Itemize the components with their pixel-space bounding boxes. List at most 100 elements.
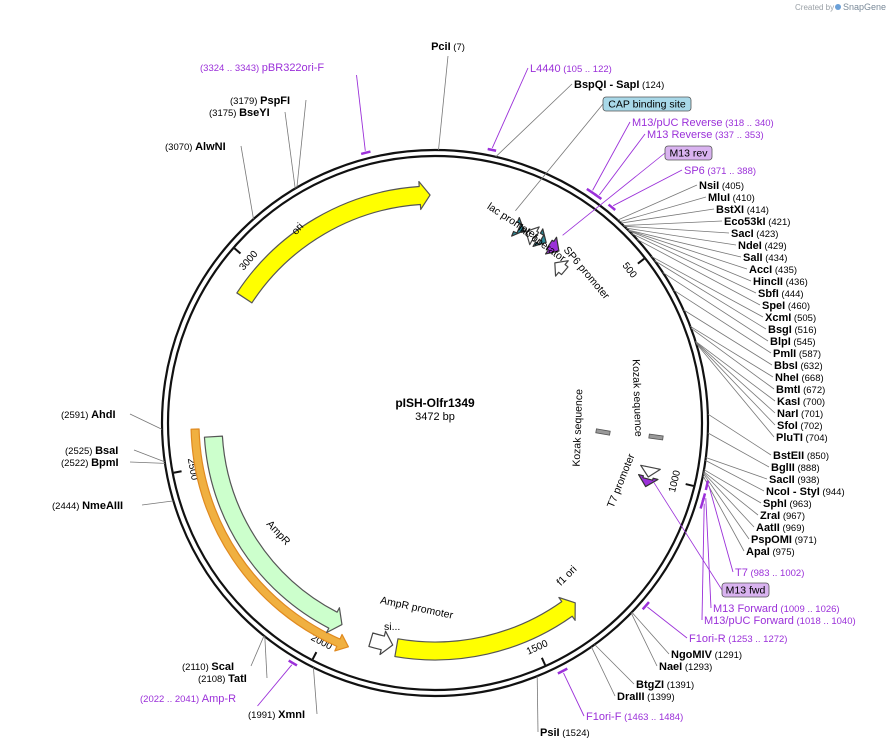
enzyme-site-ahdi: (2591) AhdI [61,409,116,421]
primer-name: L4440 [530,63,561,75]
backbone-outer-ring [160,148,710,698]
enzyme-position: (423) [754,229,779,240]
enzyme-name: NsiI [699,180,719,192]
enzyme-label: ZraI (967) [760,510,805,522]
enzyme-name: NaeI [659,661,682,673]
tick-mark [173,470,182,474]
primer-name: F1ori-R [689,633,726,645]
plasmid-length: 3472 bp [415,411,455,423]
enzyme-label: PspOMI (971) [751,534,817,546]
enzyme-label: Eco53kI (421) [724,216,790,228]
feature-label-lac-operator: lac operator [516,222,568,265]
enzyme-label: NgoMIV (1291) [671,649,742,661]
enzyme-leader-line [630,612,658,667]
feature-arrow-ori [236,180,431,304]
enzyme-label: SacII (938) [769,474,820,486]
enzyme-name: BmtI [776,384,800,396]
enzyme-position: (2591) [61,410,91,421]
enzyme-position: (460) [785,301,810,312]
enzyme-site-nsii: NsiI (405) [699,180,744,192]
primer-label-m13-forward: M13 Forward (1009 .. 1026) [713,603,840,615]
enzyme-site-sbfi: SbfI (444) [758,288,804,300]
primer-bar-f1ori-r [641,601,650,611]
enzyme-site-draiii: DraIII (1399) [617,691,675,703]
enzyme-leader-line [628,230,752,282]
primer-range: (1018 .. 1040) [794,616,856,627]
enzyme-site-nmeaiii: (2444) NmeAIII [52,500,123,512]
enzyme-name: SacI [731,228,754,240]
enzyme-name: BbsI [774,360,798,372]
enzyme-position: (410) [730,193,755,204]
enzyme-position: (3175) [209,108,239,119]
enzyme-label: (2525) BsaI [65,445,118,457]
enzyme-name: AatII [756,522,780,534]
enzyme-site-nari: NarI (701) [777,408,823,420]
feature-label-signal: si... [384,621,400,633]
enzyme-leader-line [591,646,616,697]
primer-label-sp6: SP6 (371 .. 388) [684,165,756,177]
enzyme-leader-line [631,233,757,294]
enzyme-leader-line [250,635,265,667]
enzyme-site-bmti: BmtI (672) [776,384,825,396]
enzyme-position: (1991) [248,710,278,721]
enzyme-position: (632) [798,361,823,372]
enzyme-leader-line [703,469,762,504]
enzyme-site-sphi: SphI (963) [763,498,812,510]
enzyme-leader-line [695,341,776,426]
enzyme-site-ngomiv: NgoMIV (1291) [671,649,742,661]
enzyme-name: ApaI [746,546,770,558]
enzyme-site-scai: (2110) ScaI [182,661,234,673]
feature-arrow-ampr-highlight [190,428,349,652]
enzyme-position: (3179) [230,96,260,107]
enzyme-name: AhdI [91,409,115,421]
primer-bars [288,147,710,675]
enzyme-name: AccI [749,264,772,276]
enzyme-name: NheI [775,372,799,384]
enzyme-site-spei: SpeI (460) [762,300,810,312]
enzyme-position: (1291) [712,650,742,661]
enzyme-leader-line [702,473,750,540]
enzyme-site-acci: AccI (435) [749,264,797,276]
enzyme-position: (944) [820,487,845,498]
enzyme-site-blpi: BlpI (545) [770,336,816,348]
tick-mark [685,483,694,487]
enzyme-position: (971) [792,535,817,546]
enzyme-position: (888) [795,463,820,474]
enzyme-name: KasI [777,396,800,408]
enzyme-name: AlwNI [195,141,226,153]
enzyme-leader-line [631,611,670,655]
primer-leader-line [598,133,646,196]
enzyme-site-ncoi: NcoI - StyI (944) [766,486,845,498]
feature-arrows [190,180,664,661]
feature-label-sp6-promoter: SP6 promoter [561,244,612,302]
enzyme-position: (938) [795,475,820,486]
enzyme-name: BsaI [95,445,118,457]
enzyme-leader-line [438,55,449,151]
enzyme-position: (975) [770,547,795,558]
enzyme-site-hincii: HincII (436) [753,276,808,288]
feature-arrow-m13-rev [544,236,560,255]
enzyme-name: BseYI [239,107,270,119]
primer-leader-line [708,485,734,573]
enzyme-site-nhei: NheI (668) [775,372,824,384]
enzyme-label: NdeI (429) [738,240,787,252]
enzyme-label: NarI (701) [777,408,823,420]
primer-label-pbr322ori-f: (3324 .. 3343) pBR322ori-F [200,62,324,74]
enzyme-label: (2522) BpmI [61,457,119,469]
enzyme-name: SbfI [758,288,779,300]
tick-label: 1000 [667,469,683,494]
enzyme-position: (672) [800,385,825,396]
enzyme-label: BtgZI (1391) [636,679,694,691]
kozak-mark-1 [595,428,611,436]
enzyme-label: BlpI (545) [770,336,816,348]
enzyme-position: (435) [772,265,797,276]
enzyme-leader-line [129,461,166,464]
enzyme-name: BpmI [91,457,119,469]
enzyme-leader-line [703,471,759,516]
enzyme-leader-line [707,432,770,468]
enzyme-position: (545) [791,337,816,348]
enzyme-leader-line [264,636,268,679]
enzyme-position: (701) [798,409,823,420]
primer-bar-f1ori-f [557,667,568,675]
primer-leader-line [647,606,688,639]
